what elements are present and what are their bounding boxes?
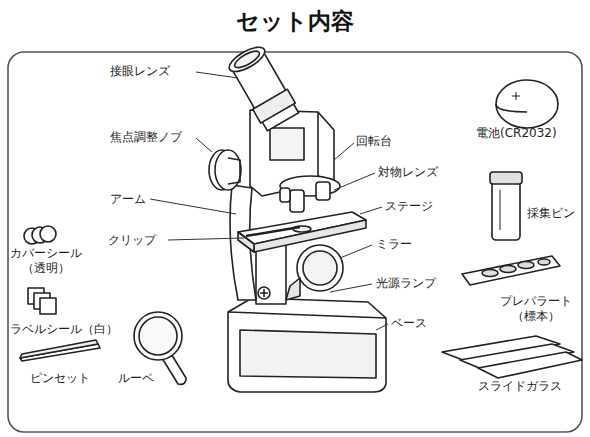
part-label: クリップ (108, 233, 156, 248)
heading: セット内容 (0, 6, 590, 37)
part-label: プレパラート （標本） (494, 294, 578, 324)
part-label: カバーシール （透明） (6, 246, 86, 276)
part-label: ピンセット (30, 371, 90, 386)
part-label: ステージ (385, 199, 433, 214)
part-label: 接眼レンズ (110, 64, 170, 79)
part-label: ベース (391, 316, 427, 331)
part-label: 対物レンズ (378, 165, 438, 180)
part-label: スライドガラス (478, 379, 562, 394)
part-label: 採集ビン (527, 206, 575, 221)
part-label: ルーペ (118, 371, 154, 386)
part-label: 電池(CR2032) (476, 126, 557, 141)
part-label: アーム (110, 192, 146, 207)
part-label: ラベルシール（白） (10, 322, 118, 337)
part-label: 焦点調整ノブ (110, 130, 182, 145)
part-label: 光源ランプ (376, 276, 436, 291)
part-label: ミラー (376, 237, 412, 252)
part-label: 回転台 (356, 134, 392, 149)
